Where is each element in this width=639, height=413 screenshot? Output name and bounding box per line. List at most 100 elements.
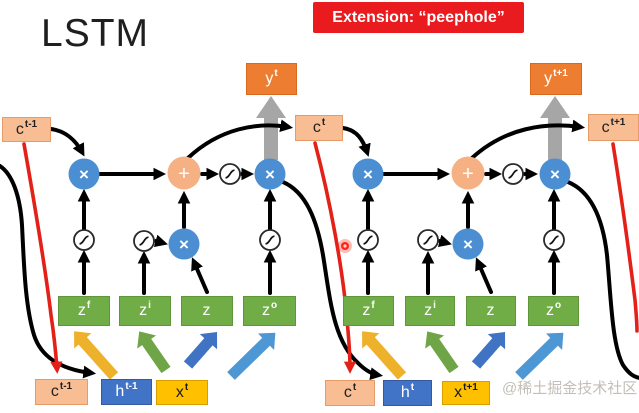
sigmoid-icon [423, 235, 433, 245]
arrow-h-to-next-cell [566, 180, 639, 380]
label-base: z [261, 302, 270, 319]
label-sup: i [148, 300, 151, 311]
label-sup: t+1 [610, 116, 626, 128]
watermark: @稀土掘金技术社区 [502, 380, 638, 397]
label-base: c [343, 384, 352, 401]
input-multiply-node [168, 228, 200, 260]
input-multiply-node [452, 228, 484, 260]
sigmoid-node [357, 229, 379, 251]
label-base: z [139, 302, 148, 319]
gate-box-z-cell2: z [466, 296, 516, 326]
label-base: h [115, 383, 125, 400]
multiply-icons: × × × × × × [79, 165, 560, 254]
label-base: z [362, 302, 371, 319]
laser-pointer-dot [338, 239, 352, 253]
label-base: c [50, 383, 59, 400]
sigmoid-node [259, 229, 281, 251]
label-base: z [202, 302, 211, 319]
operation-nodes: × × × × × × + + [68, 156, 571, 260]
block-arrow-blue [183, 331, 218, 369]
add-icon: + [462, 163, 474, 185]
sigmoid-node [543, 229, 565, 251]
label-base: h [400, 384, 410, 401]
multiply-nodes [68, 158, 571, 260]
gate-box-z-cell1: z [181, 296, 233, 326]
arrow-z-to-input-mul [191, 257, 209, 294]
sigmoid-icon [265, 235, 275, 245]
add-node [167, 156, 201, 190]
label-base: y [265, 70, 274, 87]
arrow-add-to-ct [186, 119, 294, 160]
label-base: x [454, 384, 463, 401]
input-block-arrows-cell2 [362, 331, 564, 380]
multiply-icon: × [179, 235, 189, 254]
arrow-sigmoid-to-input-mul [437, 234, 452, 248]
label-base: z [545, 302, 554, 319]
label-base: z [77, 302, 86, 319]
page-title: LSTM [41, 12, 150, 55]
arrow-h-from-prev-cell [0, 164, 97, 379]
add-node [451, 156, 485, 190]
sigmoid-icon [363, 235, 373, 245]
block-arrow-green [137, 331, 171, 374]
label-sup: t [184, 381, 189, 393]
sigmoid-nodes [73, 163, 565, 252]
banner-text: Extension: “peephole” [332, 8, 505, 26]
label-base: z [424, 302, 433, 319]
label-sup: f [371, 300, 375, 311]
input-block-arrows-cell1 [74, 331, 276, 380]
label-sup: t [352, 382, 357, 393]
output-arrow-yt [256, 96, 286, 160]
label-base: c [312, 119, 321, 136]
block-arrow-green [425, 331, 459, 374]
arrow-ct-to-forget-mul [341, 126, 371, 157]
sigmoid-icon [139, 236, 149, 246]
arrow-sigmoid-to-input-mul [153, 234, 168, 248]
multiply-icon: × [463, 235, 473, 254]
block-arrow-lightblue [515, 332, 564, 380]
label-sup: t [321, 117, 326, 128]
label-base: c [15, 120, 24, 138]
arrow-h-to-next-cell [281, 180, 384, 381]
label-sup: o [554, 300, 562, 311]
label-sup: t+1 [553, 68, 568, 79]
label-sup: t-1 [24, 118, 38, 130]
sigmoid-node [502, 163, 524, 185]
label-sup: t [410, 382, 415, 393]
sigmoid-node [73, 229, 95, 251]
sigmoid-icon [79, 235, 89, 245]
peephole-arrow-1 [22, 142, 63, 374]
label-base: z [486, 302, 495, 319]
output-multiply-node [539, 158, 571, 190]
add-icon: + [178, 163, 190, 185]
multiply-icon: × [363, 165, 373, 184]
label-sup: f [86, 300, 91, 311]
label-sup: t [274, 68, 278, 79]
arrow-cprev-to-forget-mul [49, 127, 85, 157]
flow-arrows-cell2 [341, 119, 639, 380]
peephole-arrow-3 [611, 142, 639, 333]
flow-arrows-cell1 [0, 119, 384, 381]
arrow-z-to-input-mul [475, 257, 493, 294]
block-arrow-yellow [362, 331, 407, 380]
label-sup: i [433, 300, 436, 311]
label-base: c [601, 118, 610, 136]
block-arrow-blue [471, 331, 506, 369]
